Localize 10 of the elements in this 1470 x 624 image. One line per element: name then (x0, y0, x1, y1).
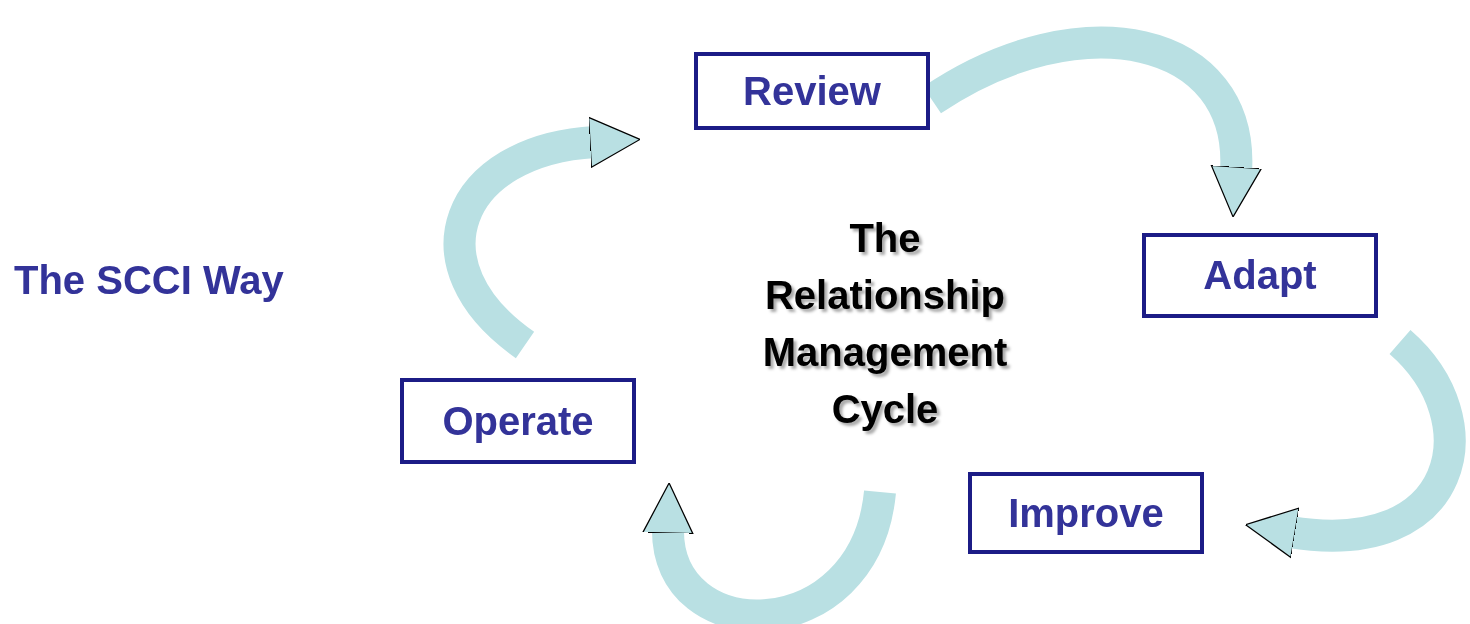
diagram-title: The SCCI Way (14, 258, 284, 303)
process-box (400, 378, 636, 464)
step-label: Adapt (1203, 253, 1317, 298)
step-label: Operate (442, 398, 594, 444)
process-box (694, 52, 930, 130)
cycle-title: The Relationship Management Cycle (761, 215, 1009, 433)
step-label: Improve (1008, 490, 1164, 536)
process-box (1142, 233, 1378, 318)
step-label: Review (743, 68, 881, 114)
process-box (968, 472, 1204, 554)
